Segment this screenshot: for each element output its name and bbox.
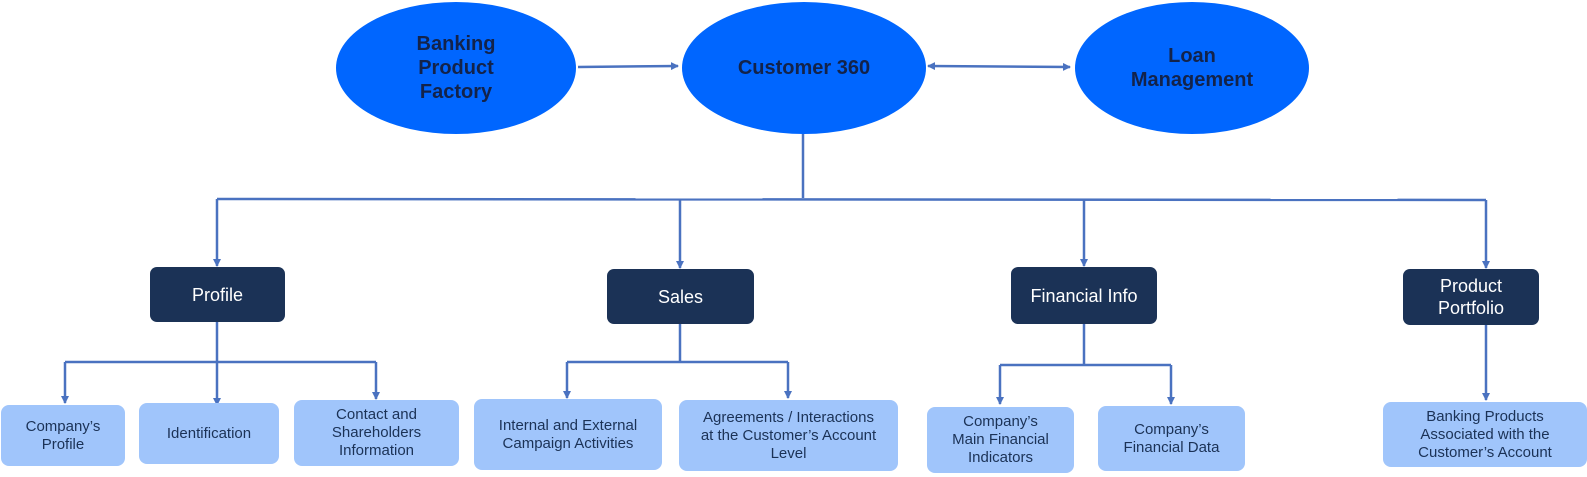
banking-products-node[interactable]: Banking Products Associated with the Cus… [1383,402,1587,467]
campaign-activities-node[interactable]: Internal and External Campaign Activitie… [474,399,662,470]
main-financial-indicators-node[interactable]: Company’s Main Financial Indicators [927,407,1074,473]
product-portfolio-label: Product Portfolio [1437,276,1505,318]
connector-factory-to-customer360 [577,62,679,71]
profile-node[interactable]: Profile [150,267,285,322]
banking-product-factory-label: Banking Product Factory [416,33,496,103]
campaign-activities-label: Internal and External Campaign Activitie… [498,416,638,452]
financial-data-node[interactable]: Company’s Financial Data [1098,406,1245,471]
contact-shareholders-label: Contact and Shareholders Information [331,406,422,459]
banking-products-label: Banking Products Associated with the Cus… [1418,407,1552,461]
financial-data-label: Company’s Financial Data [1123,420,1220,456]
identification-label: Identification [166,424,252,442]
agreements-interactions-node[interactable]: Agreements / Interactions at the Custome… [679,400,898,471]
sales-label: Sales [657,286,704,307]
customer-360-label: Customer 360 [737,57,871,79]
main-financial-indicators-label: Company’s Main Financial Indicators [952,413,1049,466]
product-portfolio-node[interactable]: Product Portfolio [1403,269,1539,325]
sales-node[interactable]: Sales [607,269,754,324]
agreements-interactions-label: Agreements / Interactions at the Custome… [700,408,877,462]
financial-info-label: Financial Info [1030,285,1138,306]
customer-360-node[interactable]: Customer 360 [682,2,926,134]
financial-info-node[interactable]: Financial Info [1011,267,1157,324]
loan-management-label: Loan Management [1130,45,1254,91]
loan-management-node[interactable]: Loan Management [1075,2,1309,134]
profile-label: Profile [191,284,244,305]
banking-product-factory-node[interactable]: Banking Product Factory [336,2,576,134]
identification-node[interactable]: Identification [139,403,279,464]
companys-profile-node[interactable]: Company’s Profile [1,405,125,466]
connector-category-bus [216,197,1487,202]
contact-shareholders-node[interactable]: Contact and Shareholders Information [294,400,459,466]
companys-profile-label: Company’s Profile [25,417,101,453]
connector-customer360-loan-management [927,62,1071,71]
